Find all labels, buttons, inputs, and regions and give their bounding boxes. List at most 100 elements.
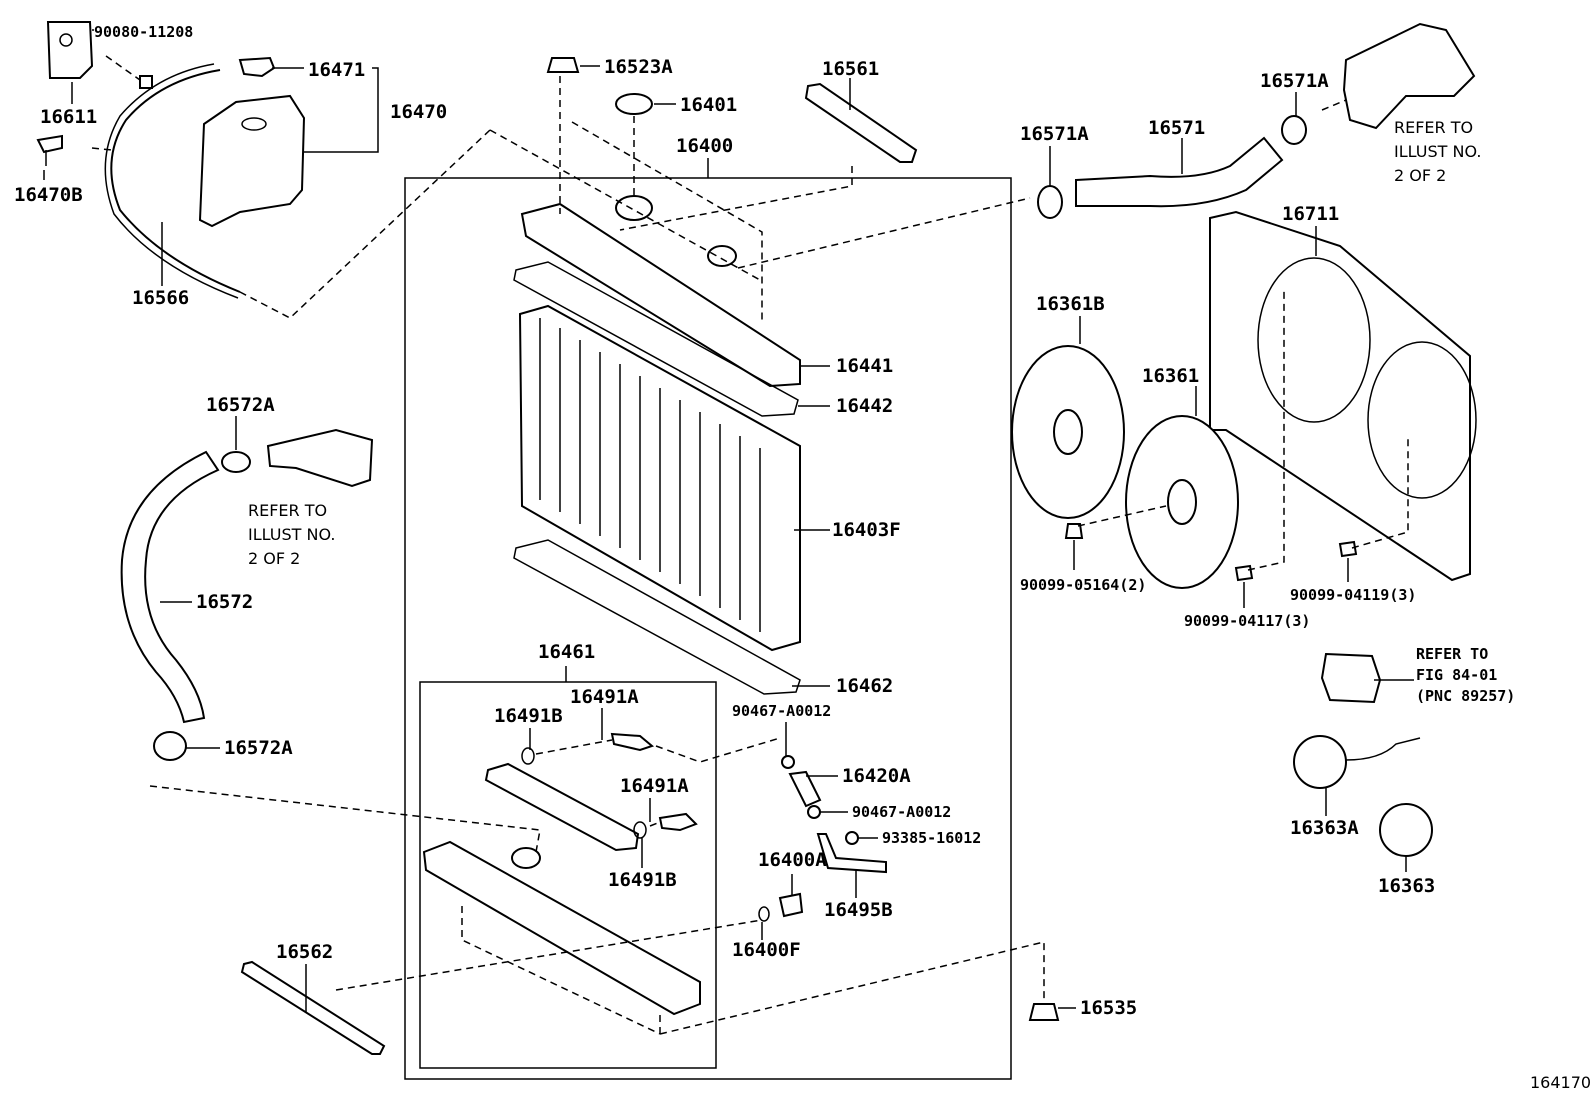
label-93385-16012: 93385-16012 (882, 829, 981, 847)
reservoir-tank-16470 (198, 94, 306, 228)
reservoir-bracket-16611 (46, 21, 94, 79)
label-16572A-top: 16572A (206, 394, 275, 416)
clamp-90467-b (807, 805, 821, 819)
label-16572A-bottom: 16572A (224, 737, 293, 759)
label-16561: 16561 (822, 58, 879, 80)
label-16441: 16441 (836, 355, 893, 377)
clamp-16572A-bottom (153, 731, 187, 761)
water-outlet-left (266, 428, 374, 488)
label-16571: 16571 (1148, 117, 1205, 139)
cushion-16535 (1028, 1003, 1060, 1021)
drain-cock-16400A (778, 892, 804, 918)
lower-gasket-16462 (513, 539, 801, 695)
clamp-16571A-left (1037, 185, 1063, 219)
bolt-90080-11208 (139, 75, 153, 89)
clamp-90467-a (781, 755, 795, 769)
label-16471: 16471 (308, 59, 365, 81)
oil-cooler-tube-16491 (484, 762, 640, 852)
label-16400F: 16400F (732, 939, 801, 961)
label-16491B-b: 16491B (608, 869, 677, 891)
water-inlet-housing (1342, 22, 1476, 130)
lower-tank-16461 (422, 840, 701, 1016)
lower-hose-16572 (120, 450, 220, 724)
clamp-16571A-right (1281, 115, 1307, 145)
label-16403F: 16403F (832, 519, 901, 541)
label-16470: 16470 (390, 101, 447, 123)
reservoir-cap-16471 (238, 56, 276, 78)
fan-motor-16363A (1293, 735, 1421, 789)
refer-note-right-line2: ILLUST NO. (1394, 142, 1481, 161)
label-16523A: 16523A (604, 56, 673, 78)
label-16611: 16611 (40, 106, 97, 128)
label-16535: 16535 (1080, 997, 1137, 1019)
refer-note-right-line3: 2 OF 2 (1394, 166, 1446, 185)
label-16566: 16566 (132, 287, 189, 309)
label-16491B-a: 16491B (494, 705, 563, 727)
support-strip-16561 (804, 82, 918, 163)
label-16461: 16461 (538, 641, 595, 663)
label-16462: 16462 (836, 675, 893, 697)
upper-gasket-16442 (513, 261, 799, 417)
label-16361B: 16361B (1036, 293, 1105, 315)
fan-relay (1320, 652, 1382, 704)
fig-note-line1: REFER TO (1416, 645, 1488, 663)
o-ring-16491B-a (521, 747, 535, 765)
label-90467-A0012-a: 90467-A0012 (732, 702, 831, 720)
label-16572: 16572 (196, 591, 253, 613)
hose-16420A (788, 770, 822, 808)
bolt-90099-04119 (1338, 540, 1358, 558)
label-90467-A0012-b: 90467-A0012 (852, 803, 951, 821)
bolt-90099-04117 (1234, 564, 1254, 582)
label-16420A: 16420A (842, 765, 911, 787)
pipe-16495B (816, 833, 887, 874)
label-16442: 16442 (836, 395, 893, 417)
label-16400A: 16400A (758, 849, 827, 871)
label-90099-04117: 90099-04117(3) (1184, 612, 1310, 630)
fig-note-line3: (PNC 89257) (1416, 687, 1515, 705)
bolt-93385-16012 (845, 831, 859, 845)
lower-tank-group-frame (419, 681, 717, 1069)
fan-16361B (1011, 345, 1125, 519)
label-16361: 16361 (1142, 365, 1199, 387)
support-strip-16562 (240, 960, 386, 1055)
o-ring-16491B-b (633, 821, 647, 839)
refer-note-right-line1: REFER TO (1394, 118, 1473, 137)
label-16571A-left: 16571A (1020, 123, 1089, 145)
label-90080-11208: 90080-11208 (94, 23, 193, 41)
drain-plug-16523A (546, 57, 580, 73)
fan-motor-16363 (1379, 803, 1433, 857)
label-16571A-right: 16571A (1260, 70, 1329, 92)
radiator-core-16403F (518, 304, 801, 652)
label-16470B: 16470B (14, 184, 83, 206)
refer-note-left-line2: ILLUST NO. (248, 525, 335, 544)
label-90099-05164: 90099-05164(2) (1020, 576, 1146, 594)
label-16495B: 16495B (824, 899, 893, 921)
clip-16470B (36, 134, 63, 166)
overflow-hose-16566 (104, 63, 241, 299)
radiator-cap-16401 (615, 93, 653, 115)
label-16363: 16363 (1378, 875, 1435, 897)
refer-note-left-line3: 2 OF 2 (248, 549, 300, 568)
label-16363A: 16363A (1290, 817, 1359, 839)
diagram-id: 164170 (1530, 1073, 1591, 1092)
refer-note-left-line1: REFER TO (248, 501, 327, 520)
label-16562: 16562 (276, 941, 333, 963)
clamp-16572A-top (221, 451, 251, 473)
fig-note-line2: FIG 84-01 (1416, 666, 1497, 684)
nut-90099-05164 (1064, 523, 1084, 539)
label-16711: 16711 (1282, 203, 1339, 225)
upper-tank-16441 (520, 195, 801, 388)
label-16491A-b: 16491A (620, 775, 689, 797)
label-90099-04119: 90099-04119(3) (1290, 586, 1416, 604)
fitting-16491A-b (658, 812, 698, 832)
fan-16361 (1125, 415, 1239, 589)
fitting-16491A-a (610, 732, 655, 752)
label-16400: 16400 (676, 135, 733, 157)
label-16491A-a: 16491A (570, 686, 639, 708)
o-ring-16400F (758, 906, 770, 922)
label-16401: 16401 (680, 94, 737, 116)
fan-shroud-16711 (1209, 210, 1477, 582)
upper-hose-16571 (1075, 136, 1284, 208)
